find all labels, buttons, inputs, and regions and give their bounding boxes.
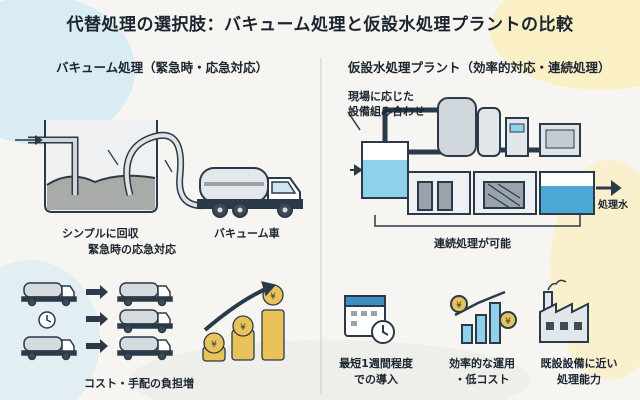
left-heading: バキューム処理（緊急時・応急対応） [56, 60, 269, 75]
coin-symbol: ¥ [505, 317, 511, 327]
coin-symbol: ¥ [211, 340, 217, 350]
truck-small-icon [117, 309, 173, 334]
calendar-clock-icon [344, 295, 395, 344]
chart-coin-icon [450, 290, 517, 344]
continuous-label: 連続処理が可能 [434, 237, 511, 250]
truck-fleet [21, 282, 173, 361]
benefit-label: 既設設備に近い処理能力 [540, 357, 618, 386]
truck-small-icon [21, 336, 77, 361]
caption-emergency: 緊急時の応急対応 [88, 243, 176, 256]
page-title: 代替処理の選択肢：バキューム処理と仮設水処理プラントの比較 [66, 15, 574, 35]
arrow-icon [86, 285, 108, 353]
caption-truck: バキューム車 [214, 227, 280, 240]
caption-simple: シンプルに回収 [62, 227, 139, 240]
plant-note-line2: 設備組み合わせ [348, 105, 425, 118]
clock-icon [38, 311, 56, 329]
coin-symbol: ¥ [456, 301, 462, 311]
benefit-label: 効率的な運用・低コスト [449, 357, 515, 386]
outlet-label: 処理水 [598, 200, 628, 211]
coin-stacks [202, 281, 285, 362]
reactor-vessel [437, 97, 477, 157]
truck-small-icon [21, 282, 77, 307]
coin-symbol: ¥ [240, 323, 246, 333]
benefit-label: 最短1週間程度での導入 [339, 357, 413, 386]
truck-small-icon [117, 282, 173, 307]
caption-cost: コスト・手配の負担増 [84, 377, 194, 390]
right-heading: 仮設水処理プラント（効率的対応・連続処理） [348, 60, 611, 75]
coin-symbol: ¥ [270, 292, 276, 302]
truck-small-icon [117, 336, 173, 361]
plant-note-line1: 現場に応じた [348, 90, 414, 103]
factory-icon [539, 279, 589, 343]
vacuum-truck [197, 167, 303, 218]
